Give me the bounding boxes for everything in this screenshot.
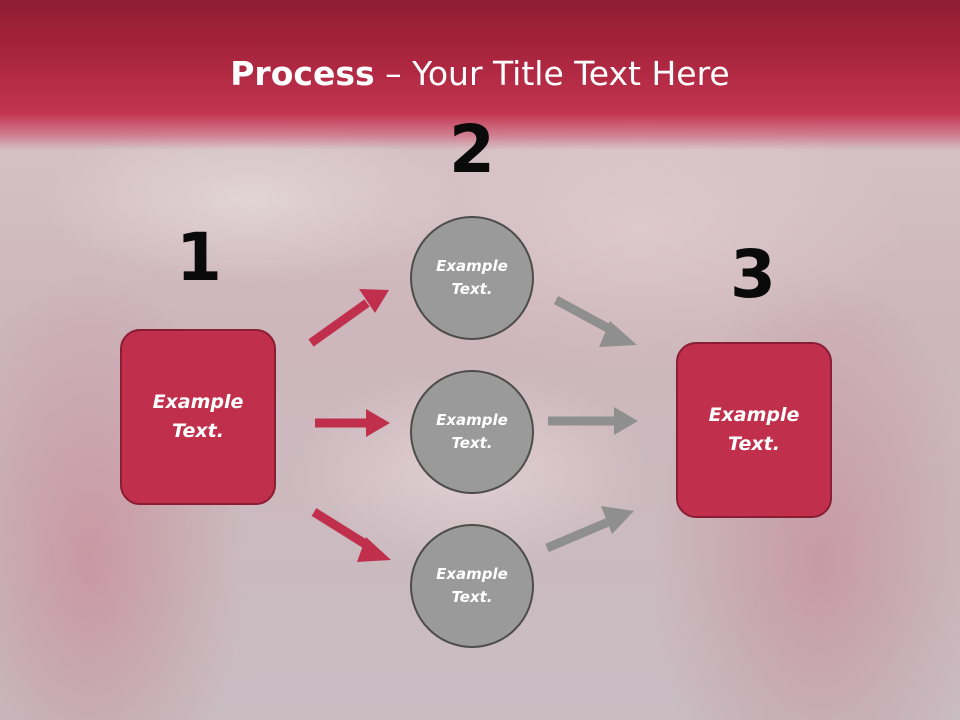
circle-bottom: Example Text. <box>410 524 534 648</box>
step-3-text: Example Text. <box>708 404 800 455</box>
title-rest: – Your Title Text Here <box>374 54 730 93</box>
step-1-box: Example Text. <box>120 329 276 505</box>
arrow-to-circle-top <box>308 289 389 347</box>
arrow-from-circle-top <box>553 296 637 347</box>
circle-middle-text: Example Text. <box>436 411 508 452</box>
circle-top-text: Example Text. <box>436 257 508 298</box>
title-strong: Process <box>230 54 375 93</box>
step-number-1: 1 <box>176 219 222 296</box>
arrow-to-circle-middle <box>315 409 390 437</box>
arrow-from-circle-bottom <box>545 506 634 553</box>
arrow-from-circle-middle <box>548 407 638 435</box>
arrow-to-circle-bottom <box>311 508 391 562</box>
step-number-3: 3 <box>730 236 776 313</box>
slide-title: Process – Your Title Text Here <box>0 52 960 96</box>
circle-middle: Example Text. <box>410 370 534 494</box>
step-3-box: Example Text. <box>676 342 832 518</box>
title-banner <box>0 0 960 150</box>
circle-bottom-text: Example Text. <box>436 565 508 606</box>
circle-top: Example Text. <box>410 216 534 340</box>
step-1-text: Example Text. <box>152 391 244 442</box>
step-number-2: 2 <box>449 111 495 188</box>
